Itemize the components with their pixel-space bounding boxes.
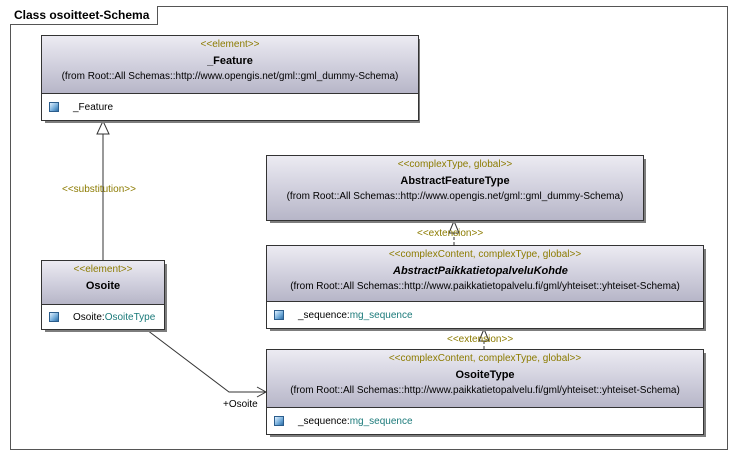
abstract-feature-type-class[interactable]: <<complexType, global>> AbstractFeatureT… <box>266 155 644 221</box>
extension-arrowhead-1 <box>448 219 460 234</box>
feature-attr-name: _Feature <box>73 101 114 113</box>
attribute-icon <box>49 312 59 322</box>
osoite-attr-type: OsoiteType <box>104 311 156 323</box>
feature-origin: (from Root::All Schemas::http://www.open… <box>61 71 399 82</box>
osoite-attr-name: Osoite: <box>73 311 105 323</box>
abstract-paikkatieto-attributes: _sequence:mg_sequence <box>267 302 703 328</box>
abstract-paikkatieto-origin: (from Root::All Schemas::http://www.paik… <box>290 281 680 292</box>
osoite-type-header: <<complexContent, complexType, global>> … <box>267 350 703 408</box>
feature-stereotype: <<element>> <box>200 39 260 50</box>
abstract-feature-type-stereotype: <<complexType, global>> <box>397 159 513 170</box>
extension-arrowhead-2 <box>478 327 490 342</box>
abstract-paikkatieto-header: <<complexContent, complexType, global>> … <box>267 246 703 302</box>
osoite-type-attributes: _sequence:mg_sequence <box>267 408 703 434</box>
abstract-feature-type-header: <<complexType, global>> AbstractFeatureT… <box>267 156 643 220</box>
osoite-class-header: <<element>> Osoite <box>42 261 164 305</box>
abstract-feature-type-name: AbstractFeatureType <box>400 175 510 187</box>
osoite-type-attr-name: _sequence: <box>298 415 350 427</box>
osoite-type-name: OsoiteType <box>455 369 515 381</box>
osoite-type-class[interactable]: <<complexContent, complexType, global>> … <box>266 349 704 435</box>
extension-label-1: <<extension>> <box>417 228 484 239</box>
feature-attributes: _Feature <box>42 94 418 120</box>
osoite-type-origin: (from Root::All Schemas::http://www.paik… <box>290 385 680 396</box>
extension-label-2: <<extension>> <box>447 334 514 345</box>
osoite-type-stereotype: <<complexContent, complexType, global>> <box>388 353 582 364</box>
feature-class-name: _Feature <box>207 55 253 67</box>
substitution-arrowhead <box>96 119 110 135</box>
osoite-stereotype: <<element>> <box>73 264 133 275</box>
osoite-type-attr-type: mg_sequence <box>349 415 413 427</box>
feature-class[interactable]: <<element>> _Feature (from Root::All Sch… <box>41 35 419 121</box>
abstract-feature-type-origin: (from Root::All Schemas::http://www.open… <box>286 191 624 202</box>
attribute-icon <box>274 310 284 320</box>
association-role-label: +Osoite <box>223 399 258 410</box>
abstract-paikkatieto-stereotype: <<complexContent, complexType, global>> <box>388 249 582 260</box>
osoite-class[interactable]: <<element>> Osoite Osoite:OsoiteType <box>41 260 165 330</box>
abstract-paikkatieto-attr-name: _sequence: <box>298 309 350 321</box>
association-line <box>146 329 266 393</box>
attribute-icon <box>49 102 59 112</box>
diagram-frame-title: Class osoitteet-Schema <box>10 6 159 25</box>
abstract-paikkatieto-class[interactable]: <<complexContent, complexType, global>> … <box>266 245 704 329</box>
attribute-icon <box>274 416 284 426</box>
osoite-class-name: Osoite <box>85 280 121 292</box>
osoite-attributes: Osoite:OsoiteType <box>42 305 164 329</box>
substitution-label: <<substitution>> <box>62 184 136 195</box>
feature-class-header: <<element>> _Feature (from Root::All Sch… <box>42 36 418 94</box>
abstract-paikkatieto-attr-type: mg_sequence <box>349 309 413 321</box>
abstract-paikkatieto-name: AbstractPaikkatietopalveluKohde <box>393 265 568 277</box>
